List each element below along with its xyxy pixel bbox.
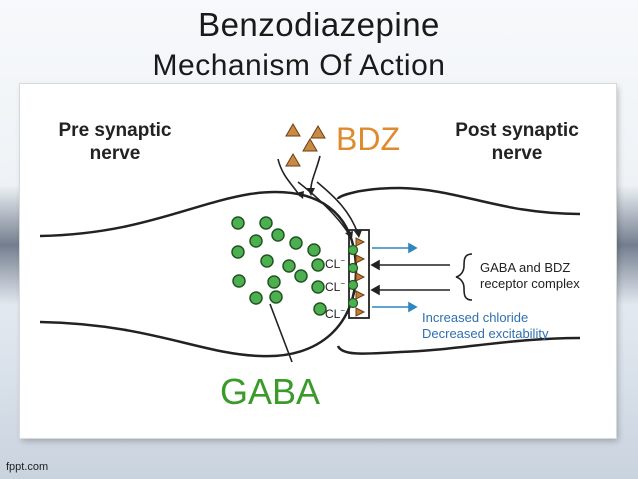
cl-label: CL− [325, 256, 345, 271]
gaba-label: GABA [220, 371, 320, 412]
arrowhead [354, 230, 362, 238]
bdz-bound [355, 290, 366, 300]
gaba-bound [347, 297, 359, 309]
arrowhead [370, 284, 380, 296]
bdz-arrow [310, 155, 321, 193]
bdz-triangle [285, 123, 301, 137]
gaba-vesicle [232, 274, 246, 288]
bdz-label: BDZ [336, 121, 400, 157]
slide-subtitle: Mechanism Of Action [152, 49, 446, 82]
footer-brand: fppt.com [6, 461, 49, 473]
gaba-vesicle [271, 228, 285, 242]
receptor-complex-box [348, 229, 370, 319]
gaba-pointer-line [269, 303, 293, 363]
gaba-vesicle [313, 302, 327, 316]
bdz-arrows [277, 155, 359, 237]
gaba-vesicle [259, 216, 273, 230]
bdz-triangle [302, 138, 318, 152]
bdz-arrow [297, 181, 351, 237]
receptor-label: GABA and BDZ [480, 260, 570, 275]
arrowhead [408, 301, 418, 313]
bdz-arrowheads [296, 188, 362, 239]
cl-superscript: − [340, 256, 345, 265]
cl-label: CL− [325, 306, 345, 321]
receptor-label-2: receptor complex [480, 276, 580, 291]
cl-superscript: − [340, 279, 345, 288]
effect-label-2: Decreased excitability [422, 326, 549, 341]
cl-label: CL− [325, 279, 345, 294]
arrowhead [408, 242, 418, 254]
postsynaptic-membrane-lower [336, 336, 581, 355]
gaba-vesicle [269, 290, 283, 304]
cl-superscript: − [340, 306, 345, 315]
slide-title: Benzodiazepine [198, 6, 440, 43]
gaba-vesicle [294, 269, 308, 283]
gaba-vesicle [311, 258, 325, 272]
postsynaptic-label: Post synaptic [455, 120, 579, 141]
gaba-vesicle [231, 245, 245, 259]
gaba-bound [347, 262, 359, 274]
gaba-vesicle [231, 216, 245, 230]
gaba-vesicle [249, 291, 263, 305]
gaba-vesicle [249, 234, 263, 248]
arrowhead [296, 191, 304, 199]
presynaptic-membrane [39, 190, 358, 358]
arrowhead [345, 231, 353, 239]
postsynaptic-membrane [336, 186, 581, 216]
gaba-vesicles [231, 216, 327, 316]
bdz-bound [355, 237, 366, 247]
bdz-arrow [316, 181, 359, 235]
receptor-brace [455, 253, 473, 301]
diagram-panel: Pre synaptic nerve Post synaptic nerve B… [20, 84, 616, 438]
gaba-bound [347, 244, 359, 256]
presynaptic-label-2: nerve [90, 143, 141, 164]
bdz-free-triangles [285, 123, 326, 167]
bdz-triangle [310, 125, 326, 139]
bdz-bound [355, 272, 366, 282]
gaba-bound [347, 279, 359, 291]
effect-label: Increased chloride [422, 310, 528, 325]
bdz-bound [355, 254, 366, 264]
cl-labels: CL− CL− CL− [325, 256, 345, 321]
gaba-vesicle [260, 254, 274, 268]
gaba-receptor-sites [347, 244, 359, 309]
postsynaptic-label-2: nerve [492, 143, 543, 164]
gaba-vesicle [282, 259, 296, 273]
receptor-pointer-arrows [370, 259, 450, 296]
bdz-triangle [285, 153, 301, 167]
bdz-bound-triangles [355, 237, 366, 317]
gaba-vesicle [307, 243, 321, 257]
arrowhead [307, 188, 315, 196]
gaba-vesicle [311, 280, 325, 294]
synapse-diagram: Pre synaptic nerve Post synaptic nerve B… [39, 120, 581, 412]
gaba-vesicle [289, 236, 303, 250]
arrowhead [370, 259, 380, 271]
bdz-bound [355, 307, 366, 317]
chloride-arrows [372, 242, 418, 313]
presynaptic-label: Pre synaptic [59, 120, 172, 141]
gaba-vesicle [267, 275, 281, 289]
